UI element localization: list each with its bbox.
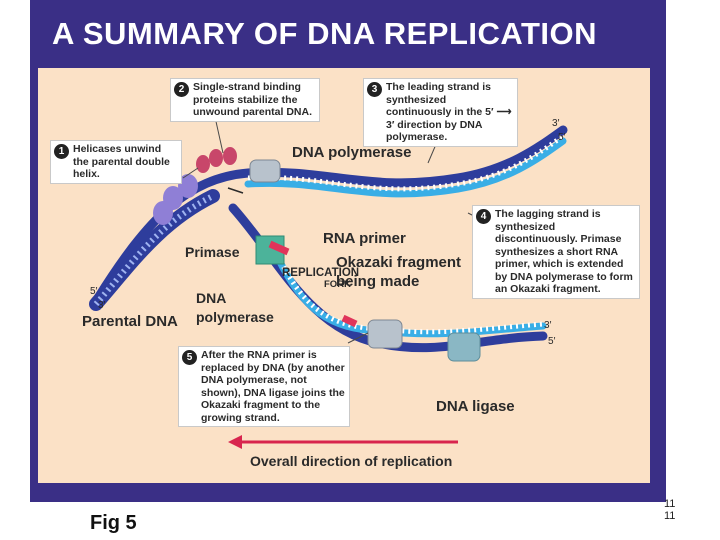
page-number-2: 11 bbox=[664, 510, 676, 522]
callout-5-text: After the RNA primer is replaced by DNA … bbox=[201, 349, 345, 424]
label-parental-dna: Parental DNA bbox=[82, 313, 178, 330]
single-strand-binding-proteins bbox=[196, 147, 237, 173]
callout-3: 3 The leading strand is synthesized cont… bbox=[363, 78, 518, 147]
strand-end-left-5prime: 5′ bbox=[90, 286, 98, 297]
diagram-panel: 1 Helicases unwind the parental double h… bbox=[38, 68, 650, 483]
callout-2-number: 2 bbox=[174, 82, 189, 97]
strand-end-bottom-3prime: 3′ bbox=[544, 320, 552, 331]
label-being-made: being made bbox=[336, 273, 420, 290]
lagging-strand-rungs bbox=[275, 254, 544, 335]
callout-5: 5 After the RNA primer is replaced by DN… bbox=[178, 346, 350, 427]
page-number-1: 11 bbox=[664, 498, 676, 510]
parental-helix-rungs bbox=[93, 193, 215, 306]
callout-4-number: 4 bbox=[476, 209, 491, 224]
label-dna-polymerase-top: DNA polymerase bbox=[292, 144, 412, 161]
label-dna-ligase: DNA ligase bbox=[436, 398, 515, 415]
strand-end-bottom-5prime: 5′ bbox=[548, 336, 556, 347]
callout-3-number: 3 bbox=[367, 82, 382, 97]
label-dna-polymerase-lower-1: DNA bbox=[196, 290, 227, 306]
strand-end-top-5prime: 5′ bbox=[558, 132, 566, 143]
callout-1-text: Helicases unwind the parental double hel… bbox=[73, 143, 170, 180]
callout-4-text: The lagging strand is synthesized discon… bbox=[495, 208, 633, 295]
replication-fork-label: REPLICATION FORK bbox=[282, 267, 359, 290]
rna-primer-segment bbox=[268, 240, 290, 256]
label-okazaki-fragment: Okazaki fragment bbox=[336, 254, 462, 271]
label-rna-primer: RNA primer bbox=[323, 230, 406, 247]
slide-title: A SUMMARY OF DNA REPLICATION bbox=[52, 16, 598, 51]
label-overall-direction: Overall direction of replication bbox=[250, 453, 453, 469]
label-primase: Primase bbox=[185, 244, 240, 260]
callout-2: 2 Single-strand binding proteins stabili… bbox=[170, 78, 320, 122]
dna-polymerase-top-icon bbox=[249, 159, 281, 183]
strand-end-top-3prime: 3′ bbox=[552, 118, 560, 129]
overall-direction-arrow bbox=[228, 435, 458, 449]
dna-ligase-icon bbox=[447, 332, 481, 362]
figure-label: Fig 5 bbox=[90, 512, 137, 534]
callout-3-text: The leading strand is synthesized contin… bbox=[386, 81, 512, 143]
fork-pointer-arrow bbox=[227, 187, 244, 194]
callout-2-text: Single-strand binding proteins stabilize… bbox=[193, 81, 312, 118]
leading-strand-new bbox=[244, 137, 567, 198]
callout-4: 4 The lagging strand is synthesized disc… bbox=[472, 205, 640, 299]
label-dna-polymerase-lower-2: polymerase bbox=[196, 309, 274, 325]
strand-end-left-3prime: 3′ bbox=[98, 300, 106, 311]
callout-1: 1 Helicases unwind the parental double h… bbox=[50, 140, 182, 184]
helicase-icon bbox=[153, 174, 198, 225]
dna-polymerase-lower-icon bbox=[367, 319, 403, 349]
replication-text: REPLICATION bbox=[282, 267, 360, 279]
callout-5-number: 5 bbox=[182, 350, 197, 365]
fork-text: FORK bbox=[324, 279, 351, 290]
dna-replication-diagram bbox=[89, 107, 568, 449]
rna-primer-segment-2 bbox=[341, 314, 358, 328]
leading-strand-rungs bbox=[247, 133, 565, 192]
callout-1-number: 1 bbox=[54, 144, 69, 159]
